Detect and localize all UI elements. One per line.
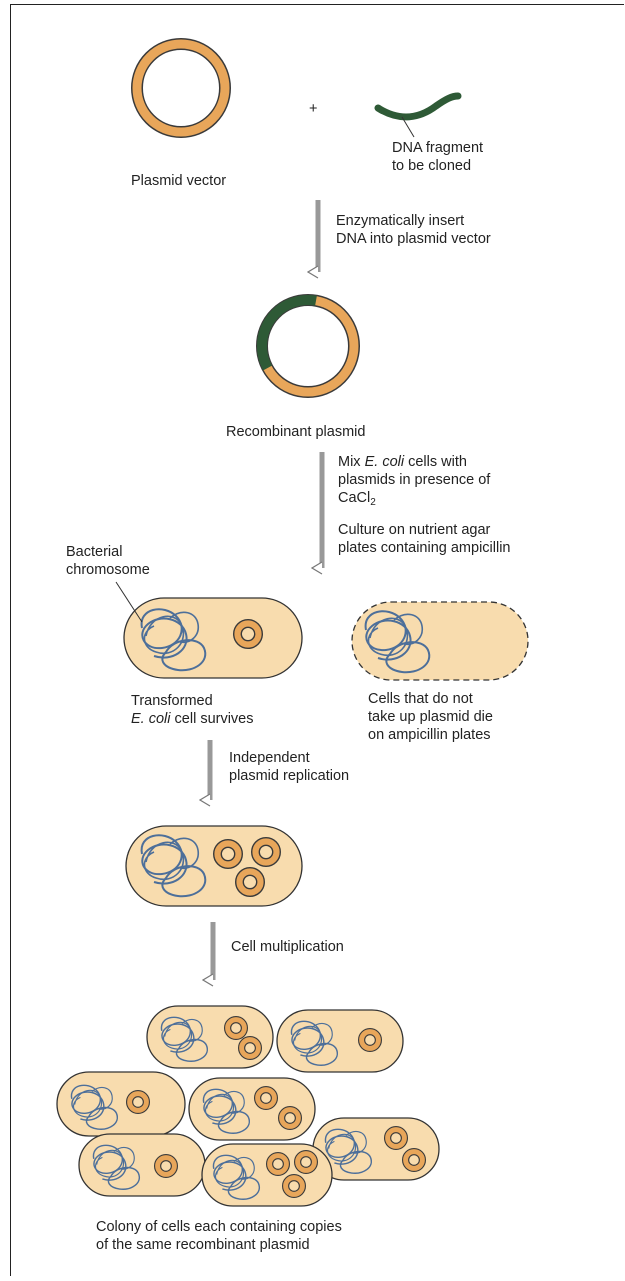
colony-caption: Colony of cells each containing copies o… [96, 1218, 342, 1254]
culture-step-label: Culture on nutrient agar plates containi… [338, 521, 511, 557]
dna-fragment-label: DNA fragment to be cloned [392, 139, 483, 175]
colony [57, 1006, 439, 1206]
colony-cell [147, 1006, 273, 1068]
insert-step-label: Enzymatically insert DNA into plasmid ve… [336, 212, 491, 248]
multiplication-step-label: Cell multiplication [231, 938, 344, 956]
colony-cell [79, 1134, 205, 1196]
bacterial-chromosome-label: Bacterial chromosome [66, 543, 150, 579]
replication-step-label: Independent plasmid replication [229, 749, 349, 785]
chromosome-pointer [116, 582, 142, 622]
replicated-cell [126, 826, 302, 906]
transformed-cell [124, 598, 302, 678]
recombinant-plasmid-ring [262, 300, 354, 392]
colony-cell [277, 1010, 403, 1072]
colony-cell [57, 1072, 185, 1136]
colony-cell [189, 1078, 315, 1140]
plasmid-vector-label: Plasmid vector [131, 172, 226, 190]
dying-cell [352, 602, 528, 680]
dying-cells-label: Cells that do not take up plasmid die on… [368, 690, 493, 744]
recombinant-plasmid-label: Recombinant plasmid [226, 423, 365, 441]
colony-cell [202, 1144, 332, 1206]
mix-step-label: Mix E. coli cells with plasmids in prese… [338, 453, 490, 512]
transformed-cell-label: Transformed E. coli cell survives [131, 692, 254, 728]
plus-sign: + [309, 100, 317, 118]
plasmid-vector-ring [137, 44, 225, 132]
dna-fragment-strand [378, 96, 458, 117]
